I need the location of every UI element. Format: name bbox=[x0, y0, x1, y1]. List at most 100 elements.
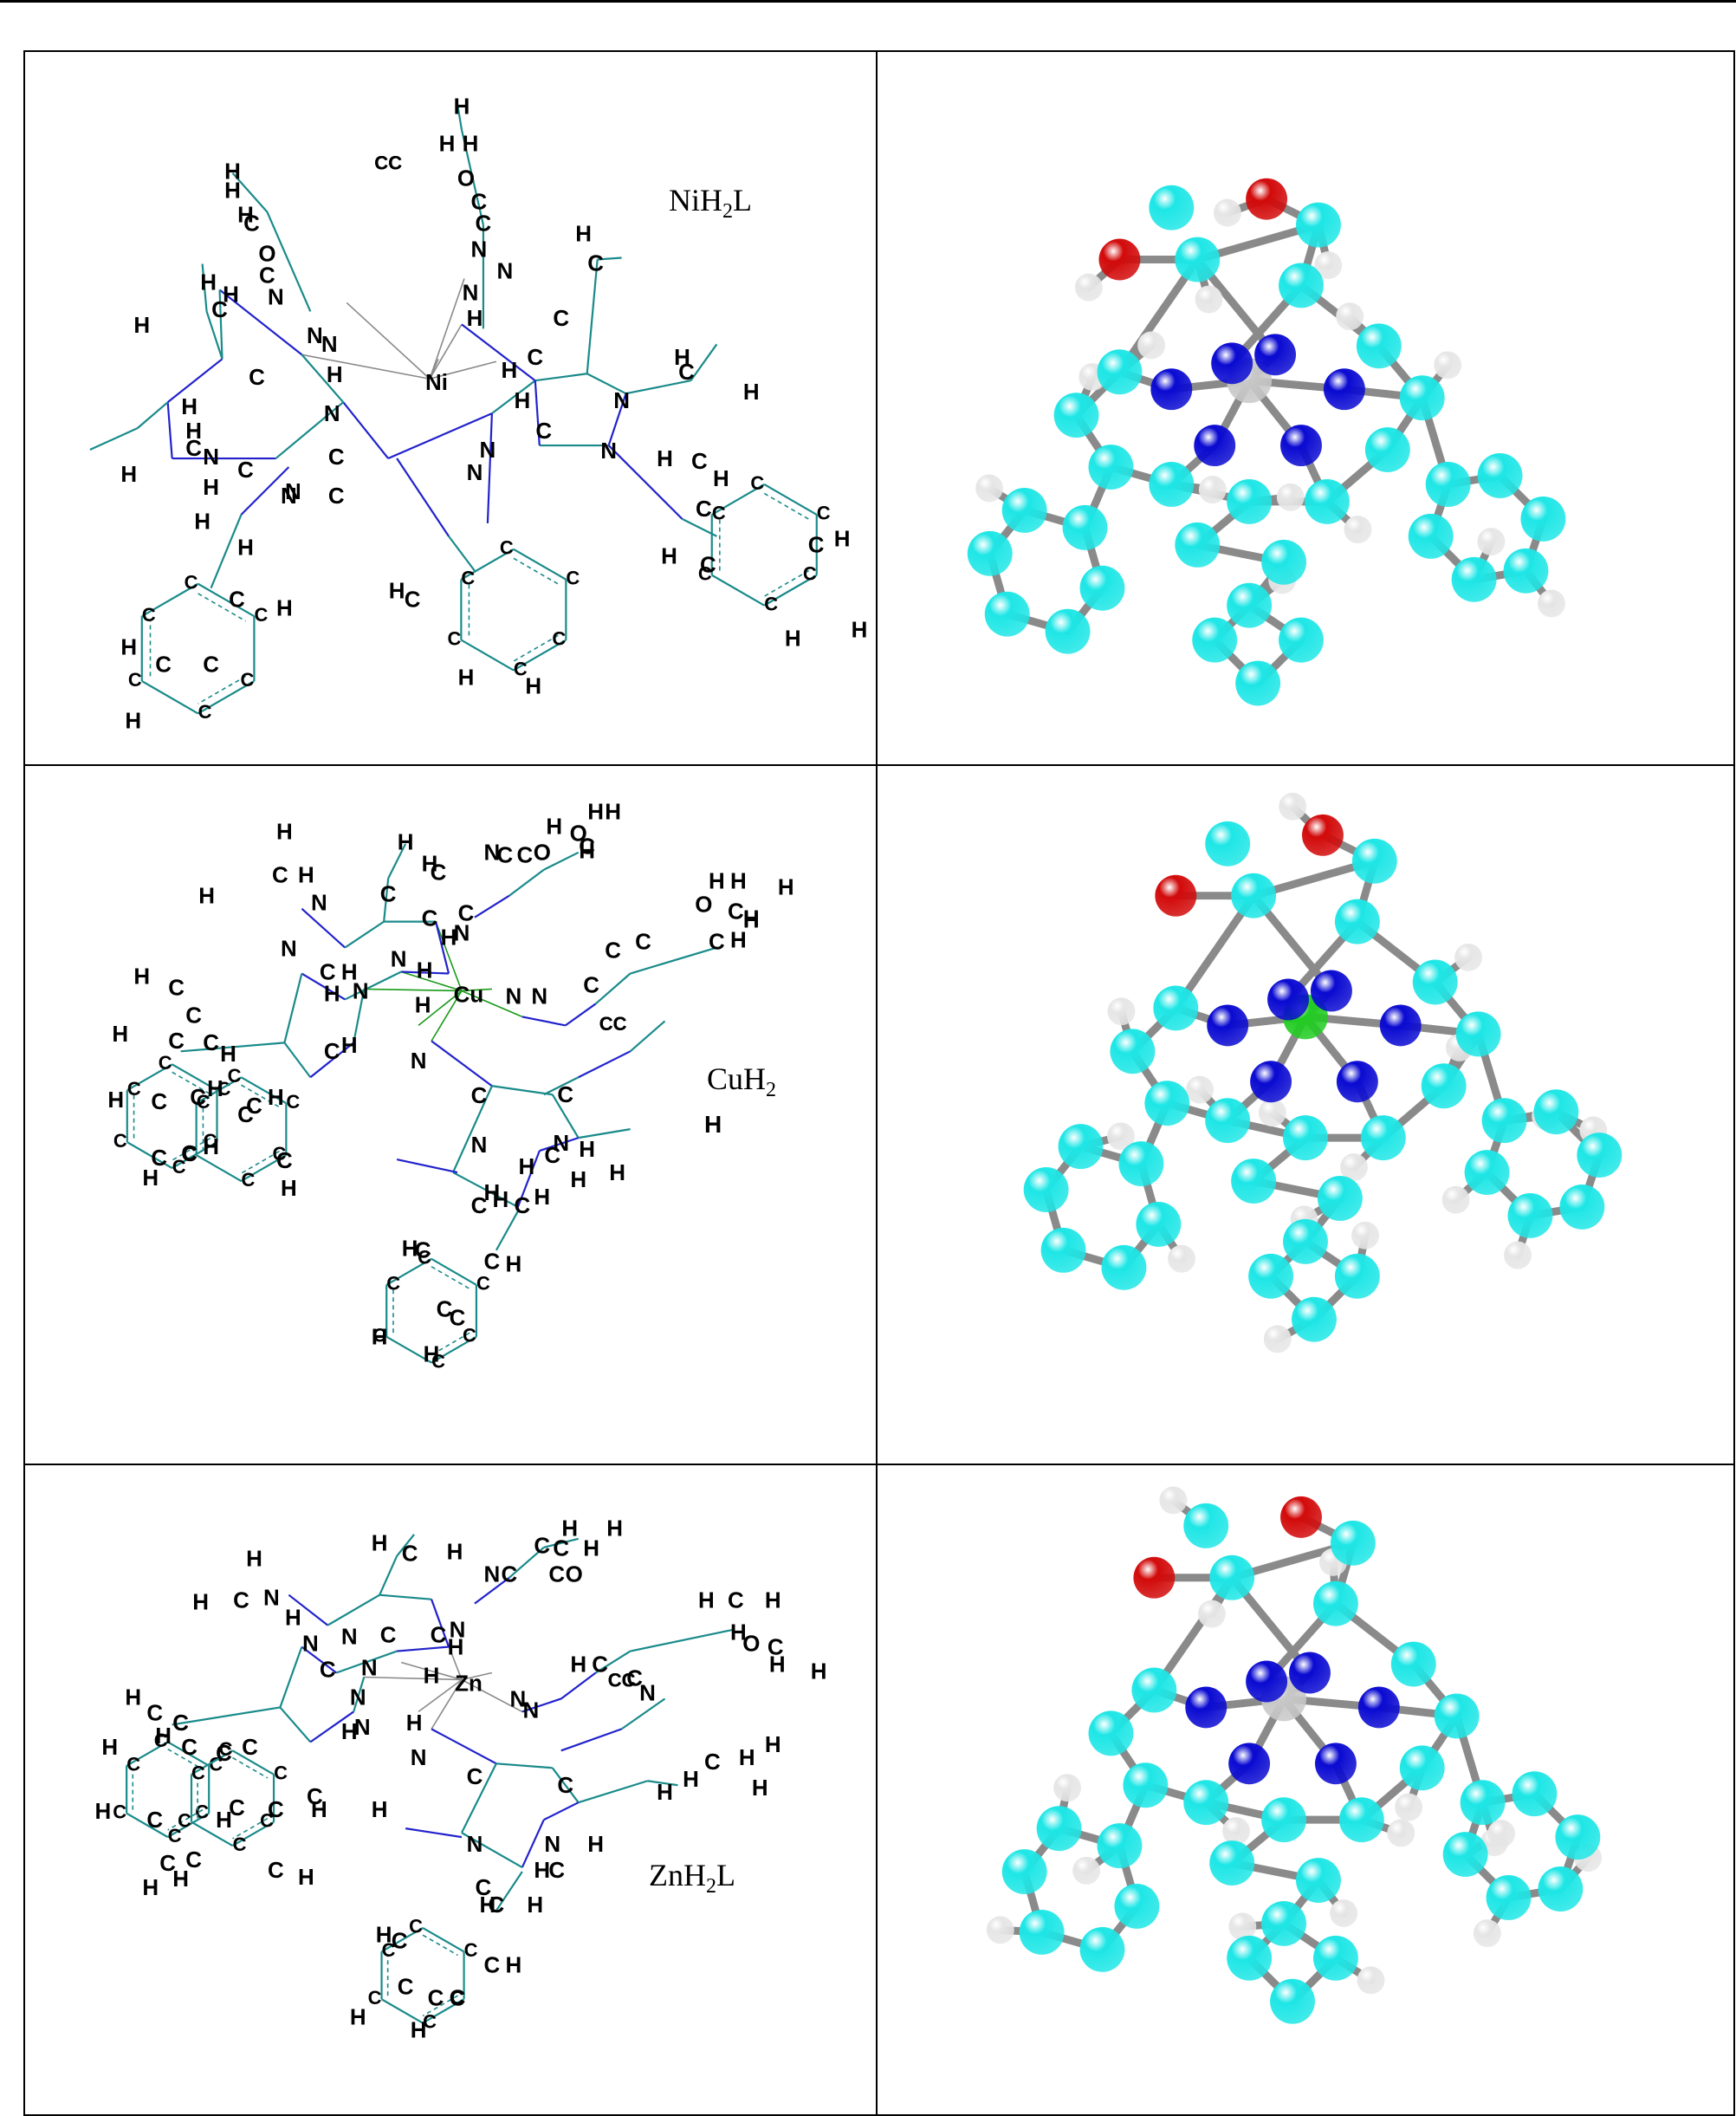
atom-sphere bbox=[1270, 1978, 1315, 2024]
atom-label: C bbox=[431, 861, 447, 886]
atom-sphere bbox=[1192, 617, 1238, 663]
atom-label: C bbox=[195, 1801, 209, 1822]
atom-sphere bbox=[1168, 1245, 1195, 1274]
atom-sphere bbox=[1153, 985, 1199, 1031]
atom-sphere bbox=[1559, 1185, 1605, 1230]
atom-label: C bbox=[613, 1014, 627, 1035]
atom-sphere bbox=[1577, 1133, 1623, 1178]
atom-label: O bbox=[742, 1632, 760, 1656]
zn-3d-model bbox=[986, 1486, 1603, 2024]
atom-label: N bbox=[361, 1656, 378, 1680]
atom-label: N bbox=[544, 1833, 560, 1857]
atom-sphere bbox=[1504, 1241, 1532, 1269]
atom-sphere bbox=[1123, 1762, 1169, 1808]
atom-sphere bbox=[1379, 1004, 1422, 1047]
atom-label: H bbox=[246, 1547, 262, 1571]
atom-sphere bbox=[1323, 368, 1365, 411]
atom-sphere bbox=[1334, 1254, 1380, 1300]
atom-sphere bbox=[1227, 1935, 1273, 1981]
atom-label: C bbox=[233, 1588, 249, 1613]
atom-sphere bbox=[1159, 1486, 1188, 1515]
atom-label: H bbox=[570, 1652, 586, 1677]
atom-label: C bbox=[380, 883, 397, 907]
atom-sphere bbox=[1197, 1600, 1226, 1628]
atom-label: H bbox=[579, 840, 595, 864]
atom-label: C bbox=[500, 537, 514, 559]
atom-sphere bbox=[1205, 821, 1251, 867]
ni-complex-label: NiH2L bbox=[669, 183, 752, 224]
atom-label: C bbox=[185, 437, 202, 461]
atom-label: C bbox=[613, 1014, 627, 1035]
atom-sphere bbox=[1442, 1831, 1488, 1877]
atom-sphere bbox=[1434, 1693, 1480, 1739]
atom-label: H bbox=[324, 983, 340, 1007]
atom-label: H bbox=[350, 2005, 366, 2029]
atom-label: C bbox=[463, 1325, 476, 1347]
atom-sphere bbox=[1254, 334, 1297, 376]
atom-label: C bbox=[229, 1796, 245, 1821]
atom-label: C bbox=[728, 900, 744, 925]
atom-label: H bbox=[120, 635, 137, 659]
atom-label: H bbox=[484, 1181, 501, 1205]
atom-sphere bbox=[1310, 970, 1352, 1012]
atom-sphere bbox=[1205, 1098, 1251, 1144]
atom-sphere bbox=[1421, 1063, 1467, 1109]
atom-label: C bbox=[382, 1939, 396, 1961]
atom-label: C bbox=[587, 251, 604, 276]
atom-label: H bbox=[194, 510, 211, 535]
atom-label: H bbox=[527, 1893, 543, 1918]
atom-label: H bbox=[142, 1166, 159, 1191]
metal-center-label: Zn bbox=[455, 1671, 483, 1696]
atom-sphere bbox=[1336, 302, 1364, 331]
atom-label: C bbox=[372, 1325, 386, 1347]
atom-label: N bbox=[391, 948, 407, 972]
atom-label: H bbox=[311, 1798, 327, 1822]
atom-label: C bbox=[678, 360, 695, 385]
atom-sphere bbox=[1533, 1089, 1579, 1135]
atom-sphere bbox=[1441, 1186, 1470, 1214]
atom-sphere bbox=[1072, 1856, 1101, 1885]
atom-label: O bbox=[457, 167, 475, 191]
atom-label: C bbox=[450, 1987, 464, 2009]
atom-label: C bbox=[750, 472, 764, 494]
atom-label: C bbox=[181, 1736, 198, 1760]
atom-label: C bbox=[374, 153, 388, 174]
atom-label: C bbox=[374, 153, 388, 174]
atom-label: C bbox=[608, 1669, 622, 1691]
atom-sphere bbox=[986, 1916, 1014, 1944]
atom-sphere bbox=[1314, 1743, 1357, 1784]
atom-label: N bbox=[411, 1746, 427, 1770]
atom-label: C bbox=[803, 563, 817, 585]
atom-label: C bbox=[191, 1762, 205, 1783]
atom-sphere bbox=[1227, 478, 1273, 524]
atom-label: C bbox=[698, 563, 712, 585]
atom-label: C bbox=[626, 1666, 643, 1691]
atom-sphere bbox=[1555, 1814, 1601, 1860]
atom-sphere bbox=[1279, 263, 1324, 308]
atom-label: H bbox=[765, 1588, 781, 1613]
atom-label: H bbox=[406, 1711, 423, 1736]
atom-label: H bbox=[120, 463, 137, 487]
atom-label: C bbox=[181, 1142, 198, 1166]
atom-label: C bbox=[471, 191, 488, 215]
atom-label: N bbox=[341, 1625, 358, 1649]
atom-label: N bbox=[281, 938, 297, 962]
atom-sphere bbox=[1231, 873, 1277, 918]
cu-label-extra-line: H bbox=[704, 1111, 722, 1139]
atom-label: H bbox=[493, 1188, 509, 1212]
atom-sphere bbox=[1228, 1743, 1271, 1784]
atom-label: H bbox=[207, 1077, 223, 1101]
atom-label: H bbox=[376, 1923, 392, 1947]
atom-label: H bbox=[341, 961, 358, 985]
atom-label: C bbox=[592, 1652, 608, 1677]
atom-sphere bbox=[1097, 1822, 1143, 1868]
atom-sphere bbox=[1477, 528, 1506, 556]
atom-label: C bbox=[368, 1987, 382, 2009]
atom-label: C bbox=[402, 1542, 418, 1566]
atom-label: H bbox=[587, 801, 604, 825]
atom-label: C bbox=[142, 604, 156, 626]
